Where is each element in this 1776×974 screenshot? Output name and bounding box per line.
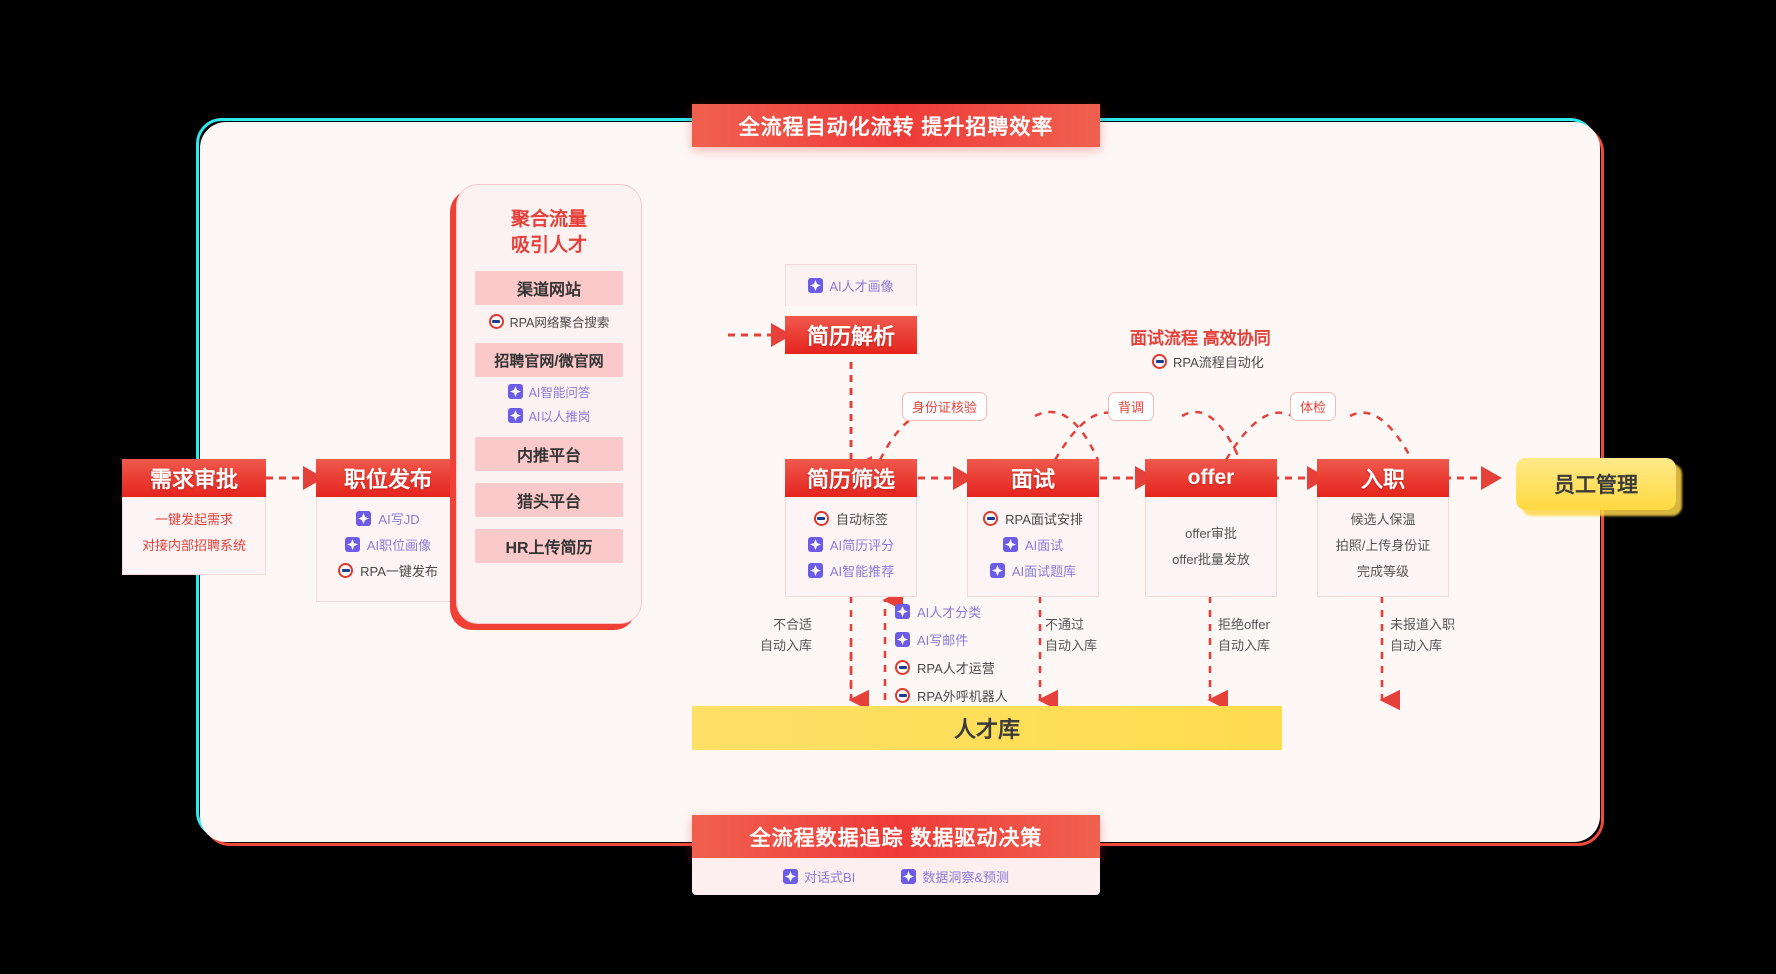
talent-pool-bar[interactable]: 人才库 [692, 706, 1282, 750]
ai-icon [1002, 537, 1018, 552]
stage-title: 入职 [1317, 459, 1449, 497]
channel-item-hr-upload[interactable]: HR上传简历 [475, 529, 623, 563]
feature-line: AI人才分类 [895, 602, 1008, 621]
arc-label-background-check: 背调 [1108, 392, 1155, 421]
ai-icon [344, 537, 360, 552]
stage-resume-parse[interactable]: 简历解析 [785, 316, 917, 354]
outcome-no-show: 未报道入职自动入库 [1390, 617, 1456, 653]
stage-title: offer [1145, 459, 1277, 497]
ai-icon [895, 632, 910, 647]
stage-job-publish[interactable]: 职位发布 AI写JD AI职位画像 RPA一键发布 [316, 459, 460, 602]
sub-item-label: 对话式BI [804, 870, 856, 885]
stage-line: AI面试题库 [989, 561, 1076, 580]
sub-item-label: 数据洞察&预测 [922, 870, 1009, 885]
stage-body: RPA面试安排 AI面试 AI面试题库 [967, 497, 1099, 597]
aggregation-title: 聚合流量 吸引人才 [510, 209, 587, 256]
ai-icon [901, 869, 917, 884]
stage-body: 候选人保温 拍照/上传身份证 完成等级 [1317, 497, 1449, 597]
channel-item-referral[interactable]: 内推平台 [475, 437, 623, 471]
banner-bottom: 全流程数据追踪 数据驱动决策 [692, 815, 1100, 858]
feature-line: AI写邮件 [895, 630, 1008, 649]
channel-note: AI以人推岗 [507, 406, 590, 425]
stage-line: AI智能推荐 [807, 561, 894, 580]
stage-line: 候选人保温 [1350, 512, 1416, 527]
stage-resume-screen[interactable]: 简历筛选 自动标签 AI简历评分 AI智能推荐 [785, 459, 917, 597]
chip-ai-talent-profile: AI人才画像 [785, 264, 917, 306]
banner-bottom-subitems: 对话式BI 数据洞察&预测 [692, 858, 1100, 895]
stage-onboard[interactable]: 入职 候选人保温 拍照/上传身份证 完成等级 [1317, 459, 1449, 597]
stage-line: 一键发起需求 [154, 512, 233, 527]
ai-icon [507, 384, 523, 399]
sub-item-insight: 数据洞察&预测 [901, 867, 1009, 886]
ai-icon [807, 563, 823, 578]
stage-line: AI职位画像 [344, 535, 431, 554]
aggregation-card: 聚合流量 吸引人才 渠道网站 RPA网络聚合搜索 招聘官网/微官网 AI智能问答… [456, 184, 642, 624]
rpa-icon [895, 688, 910, 703]
rpa-icon [338, 563, 354, 578]
interview-flow-title: 面试流程 高效协同 [1130, 329, 1271, 348]
banner-top: 全流程自动化流转 提升招聘效率 [692, 104, 1100, 147]
outcome-fail: 不通过自动入库 [1045, 617, 1098, 653]
stage-line: 完成等级 [1356, 564, 1409, 579]
ai-icon [989, 563, 1005, 578]
stage-body: AI写JD AI职位画像 RPA一键发布 [316, 497, 460, 602]
ai-icon [807, 537, 823, 552]
stage-body: offer审批 offer批量发放 [1145, 497, 1277, 597]
stage-title: 简历解析 [785, 316, 917, 354]
stage-title: 简历筛选 [785, 459, 917, 497]
arc-label-id-verify: 身份证核验 [902, 392, 988, 421]
stage-body: 自动标签 AI简历评分 AI智能推荐 [785, 497, 917, 597]
feature-line: RPA外呼机器人 [895, 686, 1008, 705]
channel-item-official-site[interactable]: 招聘官网/微官网 [475, 343, 623, 377]
feature-line: RPA人才运营 [895, 658, 1008, 677]
rpa-icon [488, 314, 504, 329]
stage-line: AI简历评分 [807, 535, 894, 554]
stage-line: offer审批 [1185, 526, 1237, 541]
stage-line: 对接内部招聘系统 [141, 538, 246, 553]
rpa-icon [813, 511, 829, 526]
rpa-icon [983, 511, 999, 526]
stage-employee-management[interactable]: 员工管理 [1516, 458, 1676, 510]
stage-line: 自动标签 [813, 509, 888, 528]
stage-line: RPA面试安排 [983, 509, 1083, 528]
stage-title: 面试 [967, 459, 1099, 497]
stage-title: 职位发布 [316, 459, 460, 497]
channel-item-website[interactable]: 渠道网站 [475, 271, 623, 305]
stage-offer[interactable]: offer offer审批 offer批量发放 [1145, 459, 1277, 597]
stage-body: 一键发起需求 对接内部招聘系统 [122, 497, 266, 575]
stage-line: 拍照/上传身份证 [1335, 538, 1431, 553]
arc-label-medical: 体检 [1290, 392, 1337, 421]
stage-line: RPA一键发布 [338, 561, 438, 580]
ai-icon [356, 511, 372, 526]
stage-line: AI写JD [356, 509, 420, 528]
rpa-icon [1152, 354, 1167, 369]
ai-icon [808, 278, 824, 293]
ai-icon [507, 408, 523, 423]
interview-flow-note: RPA流程自动化 [1152, 352, 1264, 371]
channel-note: RPA网络聚合搜索 [488, 312, 609, 331]
rpa-icon [895, 660, 910, 675]
ai-icon [783, 869, 799, 884]
stage-title: 需求审批 [122, 459, 266, 497]
stage-interview[interactable]: 面试 RPA面试安排 AI面试 AI面试题库 [967, 459, 1099, 597]
stage-line: offer批量发放 [1172, 552, 1250, 567]
talent-pool-features: AI人才分类 AI写邮件 RPA人才运营 RPA外呼机器人 [895, 602, 1008, 705]
channel-note: AI智能问答 [507, 382, 590, 401]
channel-item-headhunter[interactable]: 猎头平台 [475, 483, 623, 517]
stage-line: AI面试 [1002, 535, 1063, 554]
sub-item-bi: 对话式BI [783, 867, 855, 886]
stage-demand-approval[interactable]: 需求审批 一键发起需求 对接内部招聘系统 [122, 459, 266, 575]
ai-icon [895, 604, 910, 619]
outcome-unfit: 不合适自动入库 [760, 617, 813, 653]
